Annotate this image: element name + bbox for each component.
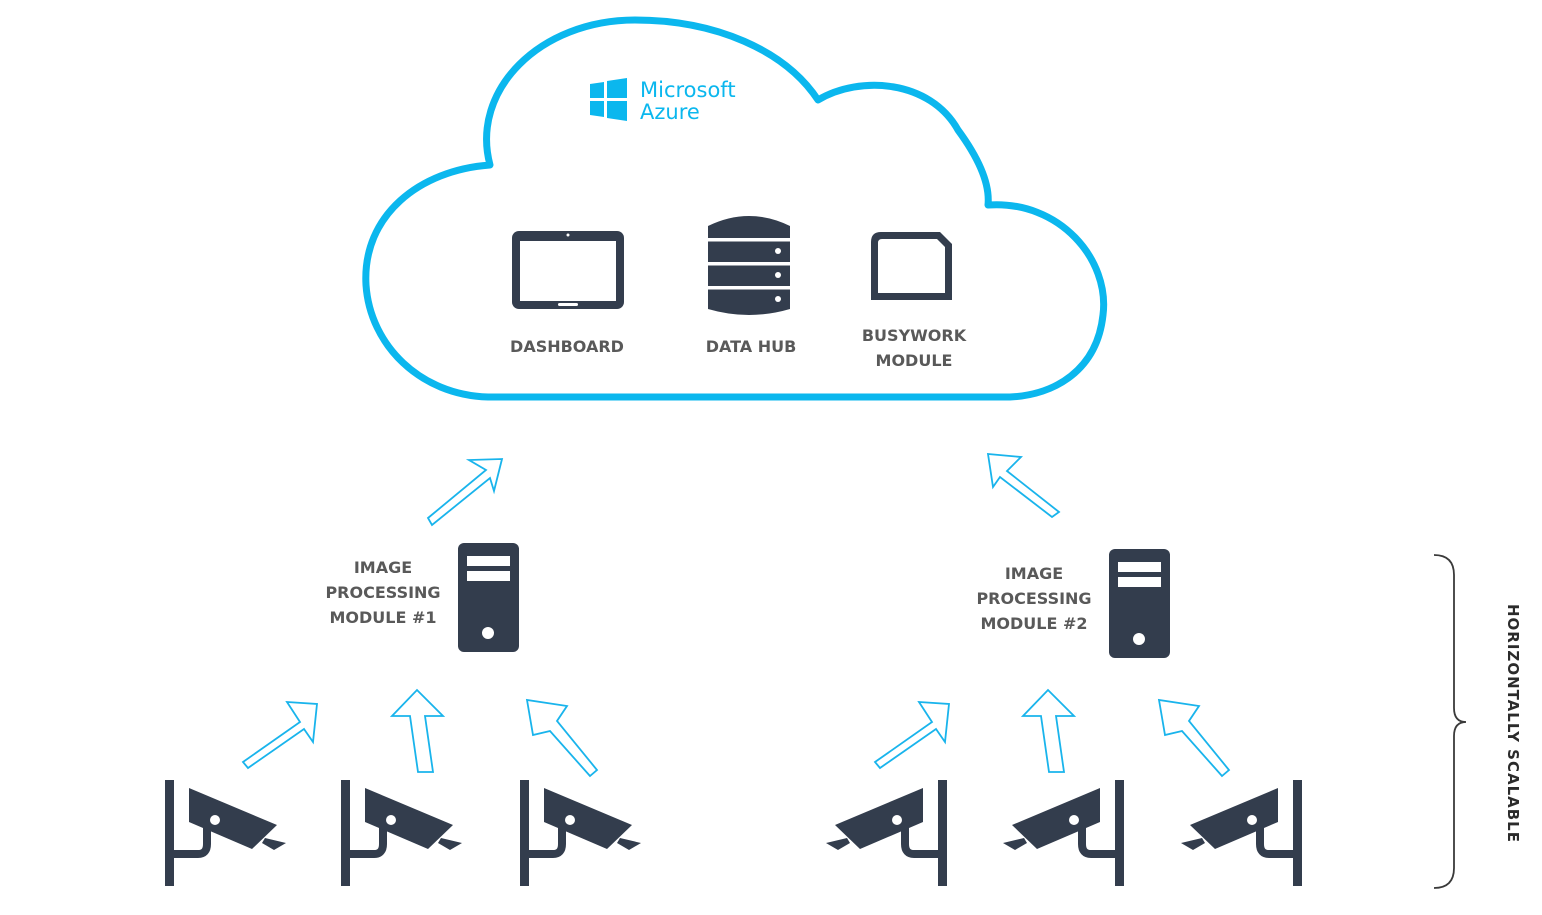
camera-to-module-1-arrow-b xyxy=(389,688,446,773)
busywork-label-line-1: BUSYWORK xyxy=(862,326,967,345)
camera-to-module-2-arrow-c xyxy=(1157,698,1231,778)
cloud-shape xyxy=(362,16,1108,401)
module-2-label-line-1: IMAGE xyxy=(1005,564,1063,583)
security-camera-icon-3 xyxy=(520,780,641,886)
scalability-brace xyxy=(1433,554,1467,889)
module-1-label-line-3: MODULE #1 xyxy=(329,608,436,627)
brand-line-1: Microsoft xyxy=(640,78,736,102)
camera-to-module-2-arrow-a xyxy=(873,700,950,770)
database-icon xyxy=(704,216,794,315)
busywork-label-line-2: MODULE xyxy=(876,351,953,370)
security-camera-icon-2 xyxy=(341,780,462,886)
data-hub-label: DATA HUB xyxy=(706,337,797,356)
dashboard-label: DASHBOARD xyxy=(510,337,624,356)
module-1-label-line-2: PROCESSING xyxy=(325,583,440,602)
camera-to-module-1-arrow-a xyxy=(241,700,318,770)
sd-card-icon xyxy=(871,232,952,300)
tablet-icon xyxy=(512,231,624,309)
windows-logo-icon xyxy=(590,78,627,121)
azure-logo: Microsoft Azure xyxy=(590,78,736,124)
module-1-to-cloud-arrow xyxy=(426,458,504,527)
security-camera-icon-6 xyxy=(1181,780,1302,886)
module-2-label-line-2: PROCESSING xyxy=(976,589,1091,608)
server-icon-module-1 xyxy=(458,543,519,652)
module-2-to-cloud-arrow xyxy=(986,452,1061,519)
brand-line-2: Azure xyxy=(640,100,700,124)
horizontally-scalable-label: HORIZONTALLY SCALABLE xyxy=(1504,604,1522,843)
module-1-label-line-1: IMAGE xyxy=(354,558,412,577)
module-2-label-line-3: MODULE #2 xyxy=(980,614,1087,633)
security-camera-icon-4 xyxy=(826,780,947,886)
camera-to-module-1-arrow-c xyxy=(525,698,599,778)
camera-to-module-2-arrow-b xyxy=(1020,688,1077,773)
server-icon-module-2 xyxy=(1109,549,1170,658)
security-camera-icon-1 xyxy=(165,780,286,886)
security-camera-icon-5 xyxy=(1003,780,1124,886)
